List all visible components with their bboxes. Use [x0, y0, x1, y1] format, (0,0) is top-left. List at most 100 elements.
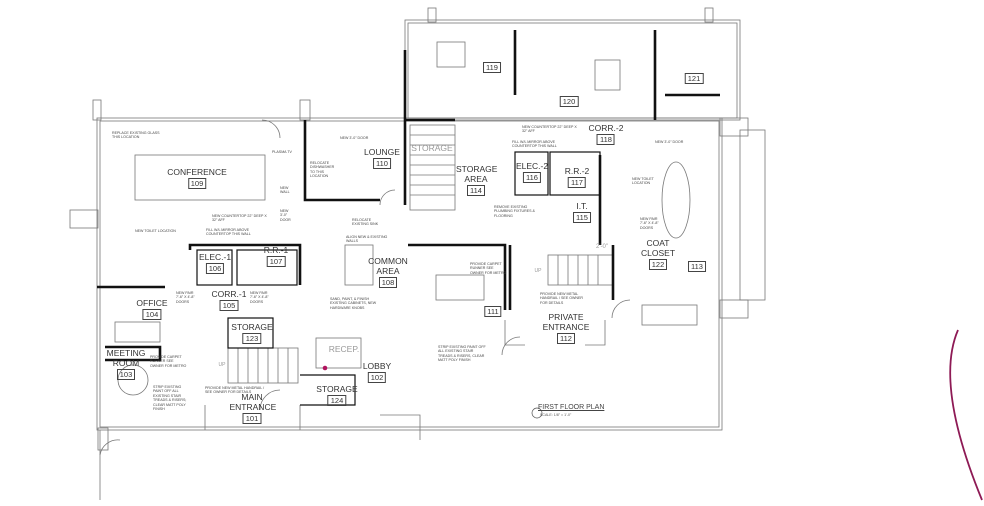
- note: NEW 3'-0" DOOR: [280, 209, 291, 222]
- up-arrow-label-main: UP: [218, 362, 226, 368]
- room-name: LOUNGE: [364, 147, 400, 157]
- note: PROVIDE NEW METAL HANDRAIL / SEE OWNER F…: [205, 386, 265, 395]
- note: PROVIDE CARPET RUNNER SEE OWNER FOR METR…: [150, 355, 187, 368]
- room-number: 123: [242, 333, 262, 344]
- room-name: CORR.-2: [588, 123, 624, 133]
- note: PLASMA TV: [272, 150, 292, 154]
- room-name: STORAGE: [231, 322, 273, 332]
- room-number: 115: [573, 212, 591, 223]
- room-number: 103: [116, 369, 136, 380]
- room-number: 121: [684, 73, 704, 84]
- round-table: [661, 161, 691, 239]
- up-arrow-label-private: UP: [534, 268, 542, 274]
- room-121: 121: [684, 72, 704, 84]
- room-name: I.T.: [576, 201, 588, 211]
- note: NEW COUNTERTOP 22" DEEP X 32" AFF: [212, 214, 267, 223]
- room-111: 111: [484, 305, 502, 317]
- note: NEW PAIR 7'-6" X 4'-8" DOORS: [250, 291, 269, 304]
- stair-private: [547, 254, 614, 286]
- note: SAND, PAINT, & FINISH EXISTING CABINETS,…: [330, 297, 377, 310]
- room-name: MAIN ENTRANCE: [229, 392, 277, 412]
- room-name: LOBBY: [362, 361, 392, 371]
- stair-main: [227, 347, 299, 384]
- note: NEW 3'-0" DOOR: [655, 140, 684, 144]
- room-number: 106: [205, 263, 225, 274]
- note: NEW PAIR 7'-6" X 4'-8" DOORS: [176, 291, 195, 304]
- magenta-pen-stroke: [949, 329, 983, 501]
- room-number: 102: [367, 372, 387, 383]
- room-number: 117: [568, 177, 586, 188]
- room-name: CORR.-1: [211, 289, 247, 299]
- recep-label: RECEP.: [328, 344, 360, 354]
- room-number: 124: [327, 395, 347, 406]
- room-name: CONFERENCE: [167, 167, 227, 177]
- conference-table: [134, 154, 266, 201]
- room-113: 113: [688, 260, 706, 272]
- note: NEW WALL: [280, 186, 290, 195]
- meeting-table: [117, 364, 149, 396]
- note: NEW TOILET LOCATION: [135, 229, 176, 233]
- note: NEW 3'-0" DOOR: [340, 136, 369, 140]
- note: RELOCATE DISHWASHER TO THIS LOCATION: [310, 161, 335, 179]
- title-bubble: [531, 407, 543, 419]
- room-name: OFFICE: [136, 298, 168, 308]
- room-number: 113: [688, 261, 706, 272]
- room-name: ELEC.-1: [198, 252, 232, 262]
- room-name: STORAGE: [316, 384, 358, 394]
- note: PROVIDE NEW METAL HANDRAIL / SEE OWNER F…: [540, 292, 583, 305]
- dimension-label: 2'-0": [596, 244, 608, 250]
- note: ALIGN NEW & EXISTING WALLS: [346, 235, 388, 244]
- building-outline: [96, 117, 723, 431]
- room-115: I.T.115: [573, 201, 591, 223]
- room-number: 114: [467, 185, 485, 196]
- magenta-dot-marker: [322, 365, 328, 371]
- new-walls: [97, 30, 720, 362]
- note: NEW PAIR 7'-6" X 4'-8" DOORS: [640, 217, 659, 230]
- room-number: 118: [597, 134, 615, 145]
- note: RELOCATE EXISTING SINK: [352, 218, 379, 227]
- note: FILL W/L MIRROR ABOVE COUNTERTOP THIS WA…: [206, 228, 251, 237]
- room-number: 116: [523, 172, 541, 183]
- room-number: 120: [559, 96, 579, 107]
- note: REMOVE EXISTING PLUMBING FIXTURES & FLOO…: [494, 205, 535, 218]
- room-name: ELEC.-2: [515, 161, 549, 171]
- room-number: 105: [219, 300, 239, 311]
- room-number: 104: [142, 309, 162, 320]
- room-number: 111: [484, 306, 502, 317]
- note: STRIP EXISTING PAINT OFF ALL EXISTING ST…: [438, 345, 486, 363]
- room-name: MEETING ROOM: [106, 348, 146, 368]
- note: PROVIDE CARPET RUNNER SEE OWNER FOR METR…: [470, 262, 507, 275]
- room-number: 109: [187, 178, 207, 189]
- room-name: R.R.-1: [263, 245, 289, 255]
- note: FILL W/L MIRROR ABOVE COUNTERTOP THIS WA…: [512, 140, 557, 149]
- room-119: 119: [483, 61, 501, 73]
- note: NEW TOILET LOCATION: [632, 177, 654, 186]
- stair-storage-label: STORAGE: [411, 143, 453, 153]
- note: NEW COUNTERTOP 22" DEEP X 32" AFF: [522, 125, 577, 134]
- room-name: R.R.-2: [564, 166, 590, 176]
- room-name: PRIVATE ENTRANCE: [542, 312, 590, 332]
- stair-storage: [409, 124, 456, 211]
- note: STRIP EXISTING PAINT OFF ALL EXISTING ST…: [153, 385, 187, 412]
- room-number: 107: [266, 256, 286, 267]
- room-number: 112: [557, 333, 575, 344]
